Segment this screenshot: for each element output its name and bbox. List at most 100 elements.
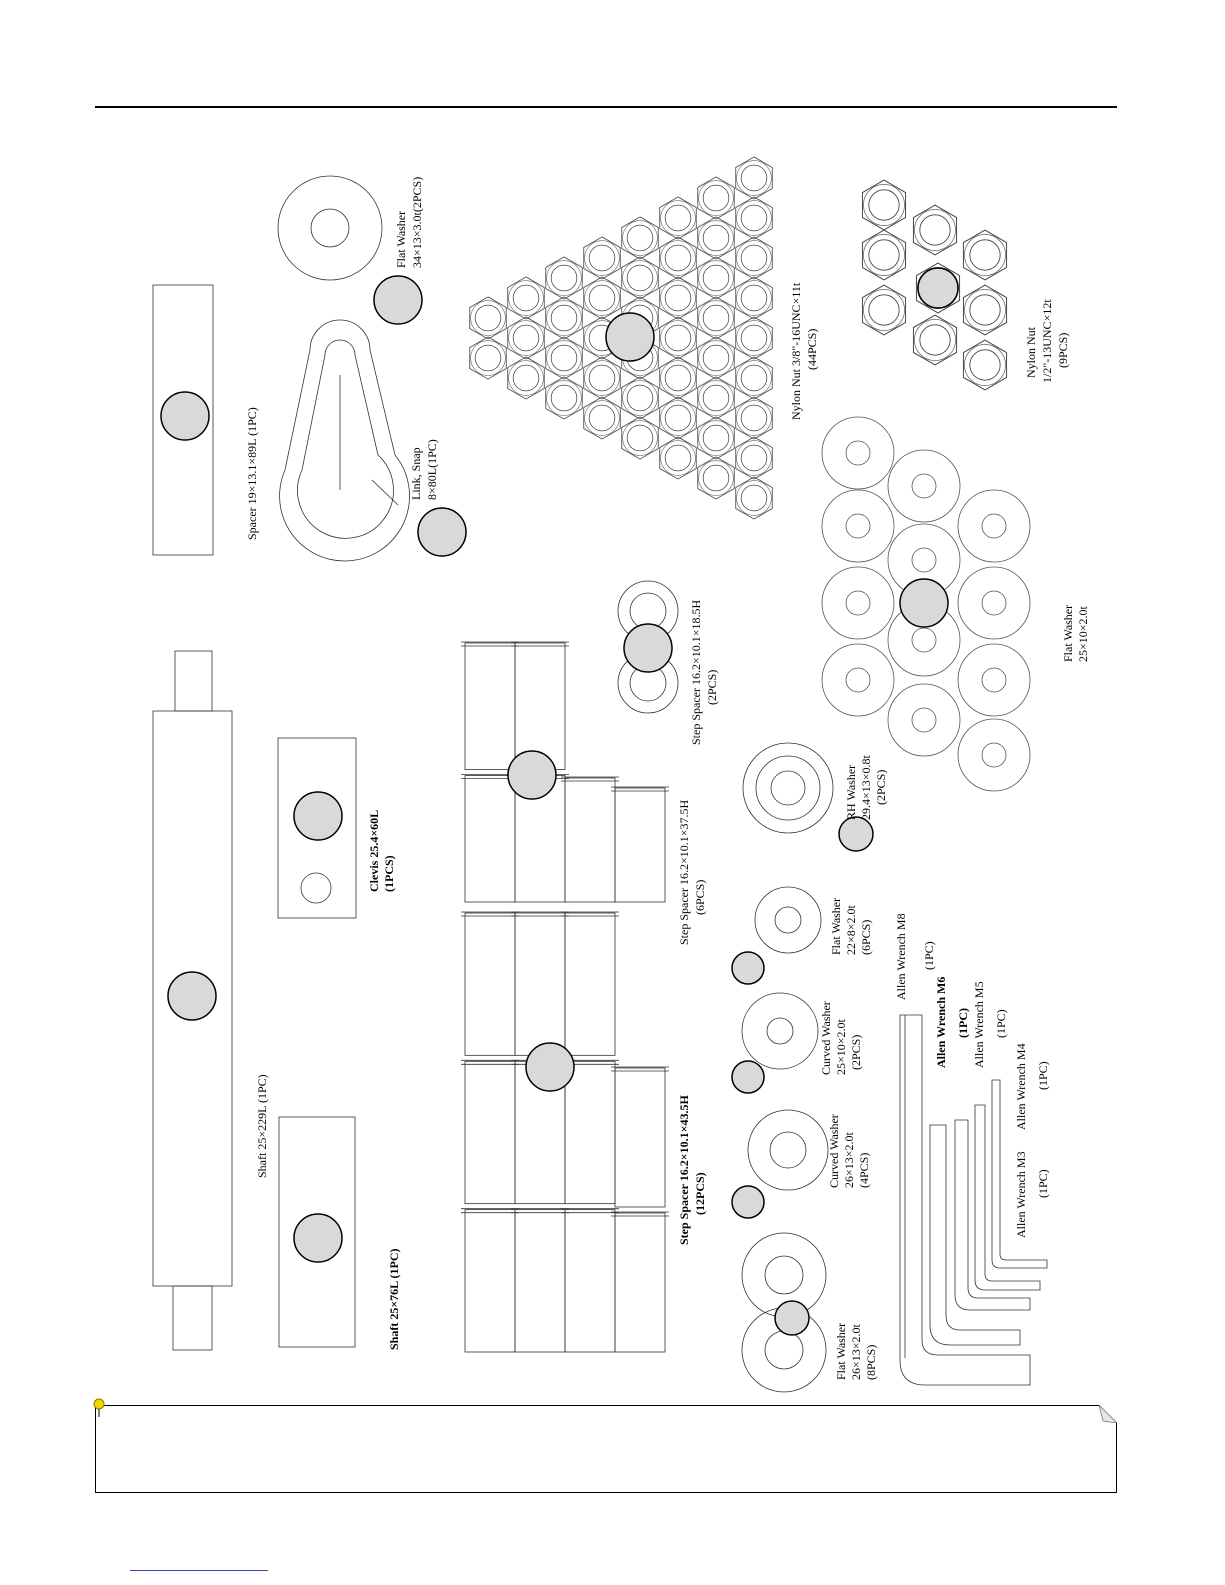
clevis-label: Clevis 25.4×60L (1PCS) xyxy=(367,807,396,892)
shaft-long-drawing xyxy=(152,650,233,1351)
spacer-drawing xyxy=(152,284,214,556)
flat-washer-25 xyxy=(821,489,895,563)
flat-washer-25 xyxy=(957,566,1031,640)
nylon-nut-38 xyxy=(583,276,621,320)
footer-link[interactable] xyxy=(130,1570,268,1571)
step-spacer-43 xyxy=(511,1208,569,1353)
flat-washer-22-label: Flat Washer 22×8×2.0t (6PCS) xyxy=(829,895,873,955)
nylon-nut-12 xyxy=(962,339,1008,391)
nylon-nut-38 xyxy=(469,296,507,340)
nylon-nut-38 xyxy=(583,356,621,400)
nylon-nut-38 xyxy=(735,436,773,480)
clevis-drawing xyxy=(277,737,357,919)
flat-washer-25 xyxy=(821,643,895,717)
nylon-nut-38 xyxy=(659,436,697,480)
flat-washer-25 xyxy=(887,449,961,523)
step-spacer-43 xyxy=(561,1208,619,1353)
nylon-nut-38 xyxy=(659,356,697,400)
nylon-nut-38-label: Nylon Nut 3/8"-16UNC×11t (44PCS) xyxy=(789,280,819,420)
flat-washer-25-marker xyxy=(899,578,949,628)
allen-m6-label: Allen Wrench M6 (1PC) xyxy=(934,974,970,1068)
step-spacer-37 xyxy=(611,786,669,903)
step-spacer-43 xyxy=(611,1066,669,1208)
nylon-nut-38 xyxy=(735,476,773,520)
nylon-nut-38 xyxy=(659,396,697,440)
nylon-nut-38 xyxy=(697,336,735,380)
flat-washer-25-label: Flat Washer 25×10×2.0t xyxy=(1061,602,1090,662)
nylon-nut-38 xyxy=(621,216,659,260)
curved-washer-25-drawing xyxy=(731,992,819,1094)
nylon-nut-38 xyxy=(621,376,659,420)
shaft-short-drawing xyxy=(278,1116,356,1348)
flat-washer-25 xyxy=(887,683,961,757)
step-spacer-43 xyxy=(561,911,619,1056)
nylon-nut-38 xyxy=(735,396,773,440)
step-spacer-18-drawing xyxy=(617,580,679,714)
shaft-long-label: Shaft 25×229L (1PC) xyxy=(255,1074,269,1178)
allen-m8-label: Allen Wrench M8 (1PC) xyxy=(894,910,936,1000)
pushpin-icon xyxy=(93,1398,105,1417)
nylon-nut-38 xyxy=(469,336,507,380)
nylon-nut-38 xyxy=(697,416,735,460)
step-spacer-43-label: Step Spacer 16.2×10.1×43.5H (12PCS) xyxy=(677,1092,707,1245)
nylon-nut-38 xyxy=(659,236,697,280)
nylon-nut-38 xyxy=(697,176,735,220)
step-spacer-37-label: Step Spacer 16.2×10.1×37.5H (6PCS) xyxy=(677,797,707,945)
step-spacer-37 xyxy=(461,641,519,770)
allen-wrench-set xyxy=(899,1014,1048,1386)
flat-washer-25 xyxy=(957,489,1031,563)
step-spacer-37-drawing xyxy=(461,641,669,903)
flat-washer-34-label: Flat Washer 34×13×3.0t(2PCS) xyxy=(394,177,424,268)
step-spacer-43-marker xyxy=(525,1042,575,1092)
nylon-nut-38 xyxy=(545,256,583,300)
flat-washer-26-label: Flat Washer 26×13×2.0t (8PCS) xyxy=(834,1320,878,1380)
nylon-nut-12 xyxy=(861,284,907,336)
nylon-nut-38 xyxy=(735,196,773,240)
flat-washer-25 xyxy=(957,718,1031,792)
step-spacer-37-marker xyxy=(507,750,557,800)
nylon-nut-12 xyxy=(861,179,907,231)
nylon-nut-38 xyxy=(507,356,545,400)
nylon-nut-38 xyxy=(659,196,697,240)
nylon-nut-38 xyxy=(735,276,773,320)
spacer-label: Spacer 19×13.1×89L (1PC) xyxy=(245,407,259,540)
nylon-nut-38 xyxy=(659,316,697,360)
nylon-nut-38 xyxy=(621,416,659,460)
step-spacer-18-label: Step Spacer 16.2×10.1×18.5H (2PCS) xyxy=(689,597,719,745)
nylon-nut-38 xyxy=(735,156,773,200)
nylon-nut-38 xyxy=(735,356,773,400)
step-spacer-37 xyxy=(561,776,619,903)
nylon-nut-12 xyxy=(861,229,907,281)
step-spacer-37 xyxy=(511,641,569,770)
nylon-nut-12-marker xyxy=(917,267,959,309)
nylon-nut-38 xyxy=(735,236,773,280)
flat-washer-34-drawing xyxy=(277,175,423,325)
allen-m4-label: Allen Wrench M4 (1PC) xyxy=(1014,1040,1050,1130)
flat-washer-25 xyxy=(821,566,895,640)
nylon-nut-12 xyxy=(962,284,1008,336)
note-box xyxy=(93,1398,1117,1493)
flat-washer-25 xyxy=(821,416,895,490)
nylon-nut-38 xyxy=(507,276,545,320)
step-spacer-43 xyxy=(611,1211,669,1353)
page-curl-icon xyxy=(1099,1405,1117,1423)
nylon-nut-12 xyxy=(912,314,958,366)
nylon-nut-12 xyxy=(912,204,958,256)
step-spacer-37 xyxy=(461,774,519,903)
step-spacer-43 xyxy=(511,911,569,1056)
step-spacer-43-drawing xyxy=(461,911,669,1353)
curved-washer-26-drawing xyxy=(731,1109,829,1219)
curved-washer-26-label: Curved Washer 26×13×2.0t (4PCS) xyxy=(827,1111,871,1188)
nylon-nut-38 xyxy=(697,296,735,340)
flat-washer-25 xyxy=(957,643,1031,717)
rh-washer-label: RH Washer 29.4×13×0.8t (2PCS) xyxy=(844,752,888,820)
nylon-nut-38 xyxy=(583,396,621,440)
nylon-nut-38 xyxy=(507,316,545,360)
nylon-nut-38 xyxy=(697,376,735,420)
curved-washer-25-label: Curved Washer 25×10×2.0t (2PCS) xyxy=(819,998,863,1075)
nylon-nut-38 xyxy=(697,256,735,300)
nylon-nut-38 xyxy=(697,456,735,500)
nylon-nut-38 xyxy=(621,256,659,300)
nylon-nut-38 xyxy=(697,216,735,260)
